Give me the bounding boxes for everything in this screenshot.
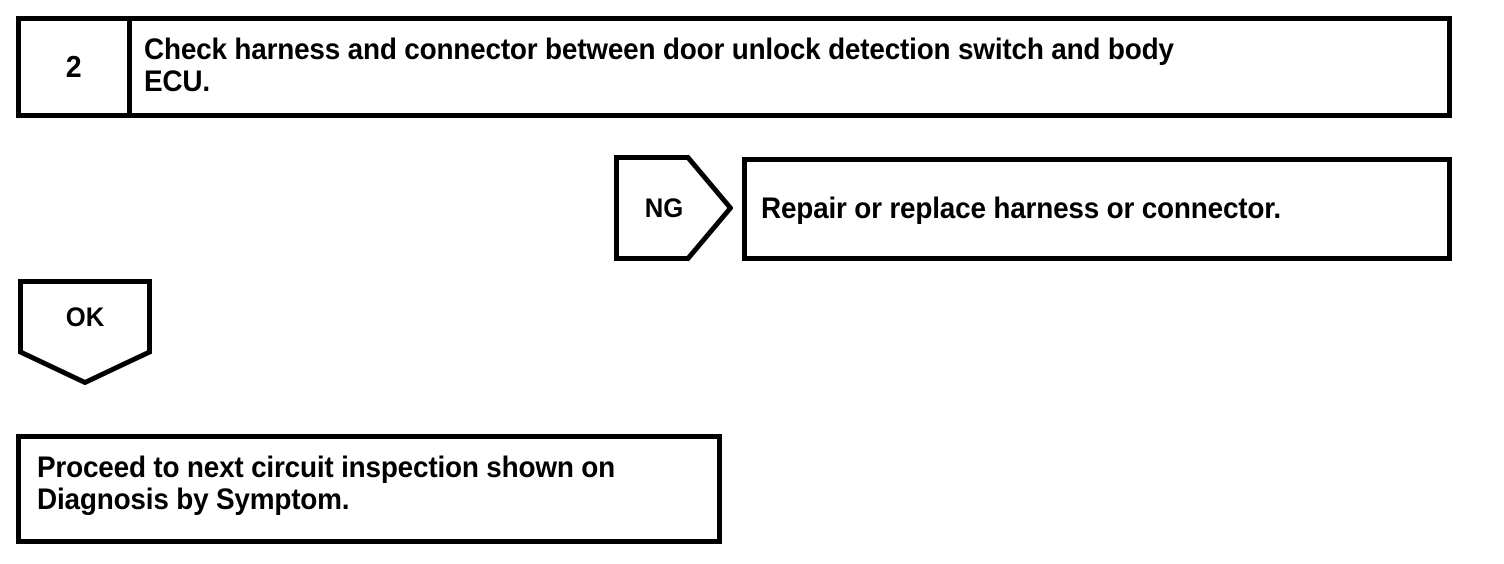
ok-result-box: Proceed to next circuit inspection shown… (16, 434, 722, 544)
ng-chevron-shape (614, 155, 733, 261)
ok-branch-chevron: OK (18, 279, 152, 385)
step-instruction-text: Check harness and connector between door… (144, 33, 1174, 98)
step-number-cell: 2 (21, 21, 132, 113)
ng-branch-chevron: NG (614, 155, 733, 261)
ng-result-box: Repair or replace harness or connector. (742, 157, 1452, 261)
step-box: 2 Check harness and connector between do… (16, 16, 1452, 118)
step-instruction-cell: Check harness and connector between door… (132, 21, 1447, 113)
step-number: 2 (66, 49, 82, 84)
ng-branch-label: NG (644, 192, 684, 223)
ok-result-text: Proceed to next circuit inspection shown… (37, 451, 615, 516)
ok-branch-label: OK (65, 301, 105, 332)
ng-result-text: Repair or replace harness or connector. (761, 192, 1281, 226)
ok-chevron-shape (18, 279, 152, 385)
